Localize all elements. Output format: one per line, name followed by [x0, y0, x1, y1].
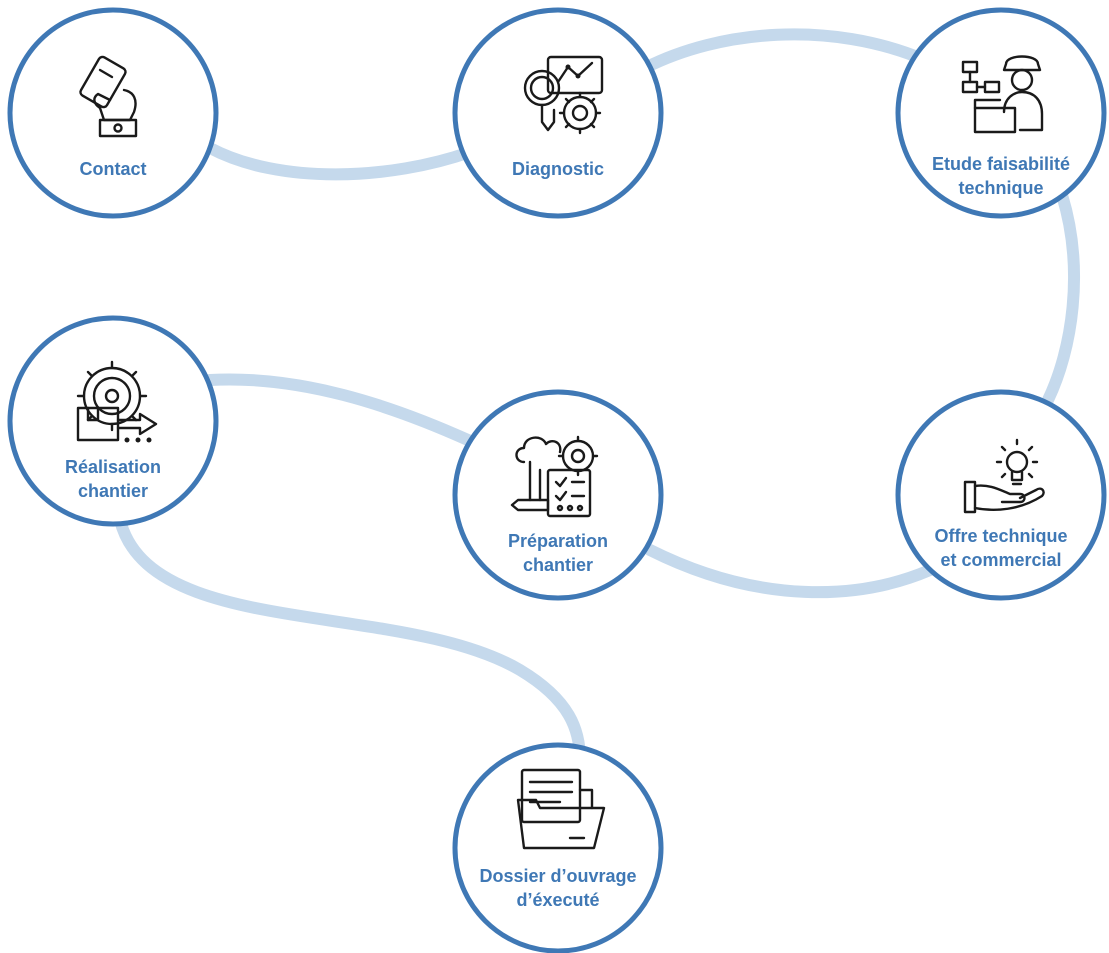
node-circles	[7, 7, 1107, 953]
connector-preparation-realisation	[204, 373, 474, 446]
label-realisation-line2: chantier	[77, 481, 149, 501]
label-etude-line1: Etude faisabilité	[931, 154, 1071, 174]
connector-offre-preparation	[644, 544, 936, 599]
label-contact: Contact	[18, 157, 208, 181]
label-dossier-line1: Dossier d’ouvrage	[479, 866, 637, 886]
label-etude-faisabilite: Etude faisabilité technique	[906, 152, 1096, 200]
node-etude-faisabilite	[895, 7, 1107, 219]
label-preparation-line1: Préparation	[507, 531, 609, 551]
node-realisation-chantier	[7, 315, 219, 527]
document-folder-icon	[516, 768, 606, 850]
connector-etude-offre	[1042, 189, 1080, 406]
connectors	[114, 28, 1080, 766]
engineer-flowchart-icon	[961, 55, 1044, 134]
label-etude-line2: technique	[958, 178, 1044, 198]
label-offre-line1: Offre technique	[934, 526, 1068, 546]
label-offre-line2: et commercial	[940, 550, 1062, 570]
node-diagnostic	[452, 7, 664, 219]
node-contact	[7, 7, 219, 219]
magnifier-chart-gear-icon	[523, 55, 604, 135]
gear-box-arrow-icon	[76, 360, 158, 443]
hand-lightbulb-icon	[963, 438, 1045, 514]
connector-contact-diagnostic	[204, 142, 476, 181]
connector-diagnostic-etude	[639, 28, 931, 74]
cloud-gear-checklist-icon	[510, 435, 599, 518]
connector-realisation-dossier	[114, 514, 586, 766]
label-dossier-ouvrage: Dossier d’ouvrage d’éxecuté	[463, 864, 653, 912]
label-preparation-line2: chantier	[522, 555, 594, 575]
label-diagnostic: Diagnostic	[463, 157, 653, 181]
label-offre-technique: Offre technique et commercial	[906, 524, 1096, 572]
label-diagnostic-line1: Diagnostic	[511, 159, 604, 179]
label-realisation-line1: Réalisation	[64, 457, 162, 477]
label-dossier-line2: d’éxecuté	[516, 890, 600, 910]
label-contact-line1: Contact	[79, 159, 147, 179]
label-realisation-chantier: Réalisation chantier	[18, 455, 208, 503]
phone-in-hand-icon	[79, 55, 138, 138]
node-offre-technique	[895, 389, 1107, 601]
node-preparation-chantier	[452, 389, 664, 601]
label-preparation-chantier: Préparation chantier	[463, 529, 653, 577]
